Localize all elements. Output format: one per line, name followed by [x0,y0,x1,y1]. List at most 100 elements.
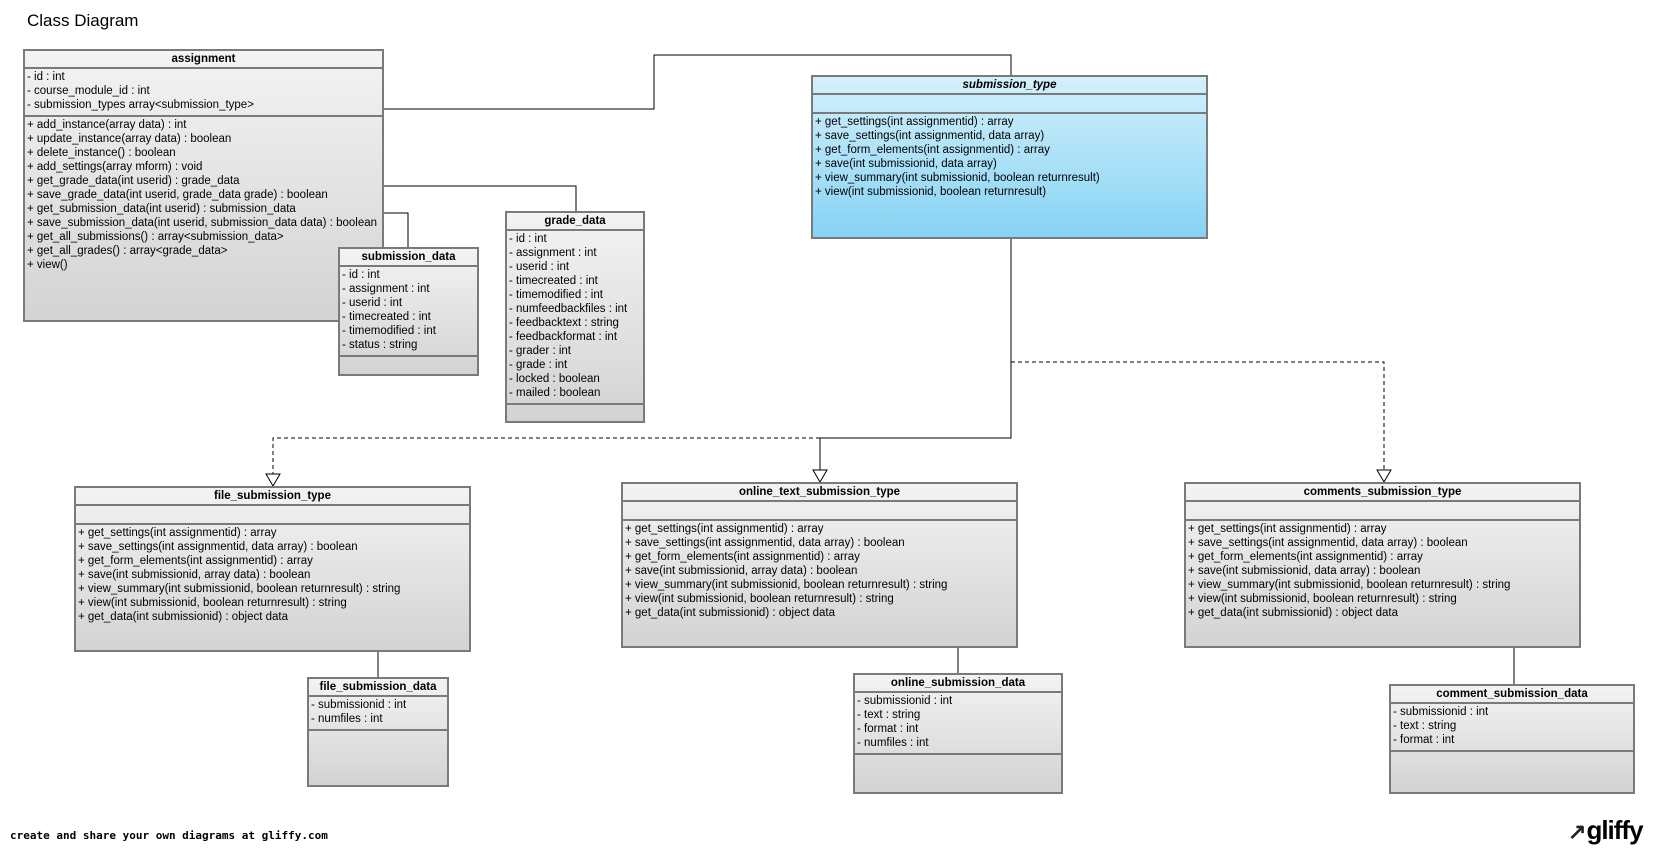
attribute: - feedbackformat : int [509,331,618,343]
attribute: - grader : int [509,345,571,357]
operation: + get_settings(int assignmentid) : array [815,116,1014,128]
diagram-title: Class Diagram [27,11,139,30]
attribute: - userid : int [509,261,570,273]
class-assignment[interactable]: assignment - id : int - course_module_id… [23,49,384,322]
class-name: comment_submission_data [1391,686,1633,704]
attribute: - numfiles : int [311,713,383,725]
operation: + get_grade_data(int userid) : grade_dat… [27,175,240,187]
operation: + delete_instance() : boolean [27,147,176,159]
operation: + get_form_elements(int assignmentid) : … [78,555,313,567]
inheritance-arrowhead [812,469,828,483]
attribute-list: - submissionid : int - text : string - f… [855,693,1061,755]
operation: + view_summary(int submissionid, boolean… [815,172,1100,184]
operation: + get_data(int submissionid) : object da… [1188,607,1398,619]
operation: + update_instance(array data) : boolean [27,133,232,145]
attribute: - submissionid : int [1393,706,1489,718]
class-submission-type[interactable]: submission_type + get_settings(int assig… [811,75,1208,239]
class-file-submission-data[interactable]: file_submission_data - submissionid : in… [307,677,449,787]
class-submission-data[interactable]: submission_data - id : int - assignment … [338,247,479,376]
operation: + save(int submissionid, array data) : b… [625,565,858,577]
attribute: - format : int [1393,734,1455,746]
gliffy-arrow-icon: ↗ [1568,819,1586,844]
operation: + add_instance(array data) : int [27,119,187,131]
operation-list: + get_settings(int assignmentid) : array… [813,114,1206,237]
attribute: - locked : boolean [509,373,600,385]
realization-line [272,437,820,476]
operation-list [340,357,477,374]
operation: + save_settings(int assignmentid, data a… [625,537,905,549]
operation: + get_form_elements(int assignmentid) : … [815,144,1050,156]
operation: + save_grade_data(int userid, grade_data… [27,189,328,201]
operation: + view() [27,259,68,271]
operation: + save_submission_data(int userid, submi… [27,217,378,229]
logo-text: gliffy [1586,815,1643,845]
class-name: online_submission_data [855,675,1061,693]
operation: + get_all_submissions() : array<submissi… [27,231,284,243]
attribute-list [813,95,1206,114]
operation: + get_data(int submissionid) : object da… [625,607,835,619]
operation: + save_settings(int assignmentid, data a… [815,130,1045,142]
operation-list [507,405,643,421]
attribute: - submissionid : int [311,699,407,711]
inheritance-arrowhead [1376,469,1392,483]
attribute: - id : int [27,71,65,83]
inheritance-arrowhead [265,473,281,487]
operation: + get_submission_data(int userid) : subm… [27,203,296,215]
attribute-list: - id : int - course_module_id : int - su… [25,69,382,117]
attribute-list: - submissionid : int - numfiles : int [309,697,447,731]
operation: + save_settings(int assignmentid, data a… [78,541,358,553]
attribute: - timemodified : int [342,325,436,337]
attribute: - timemodified : int [509,289,603,301]
class-file-submission-type[interactable]: file_submission_type + get_settings(int … [74,486,471,652]
operation: + get_all_grades() : array<grade_data> [27,245,228,257]
attribute-list [76,506,469,525]
operation-list: + add_instance(array data) : int + updat… [25,117,382,320]
class-name: online_text_submission_type [623,484,1016,502]
footer-text[interactable]: create and share your own diagrams at gl… [10,829,328,842]
realization-line [1011,361,1385,470]
operation: + get_settings(int assignmentid) : array [1188,523,1387,535]
operation: + view(int submissionid, boolean returnr… [1188,593,1457,605]
attribute: - numfeedbackfiles : int [509,303,628,315]
operation-list [855,755,1061,792]
class-name: grade_data [507,213,643,231]
class-online-text-submission-type[interactable]: online_text_submission_type + get_settin… [621,482,1018,648]
operation: + add_settings(array mform) : void [27,161,203,173]
operation: + save(int submissionid, array data) : b… [78,569,311,581]
attribute-list: - submissionid : int - text : string - f… [1391,704,1633,752]
gliffy-logo[interactable]: ↗gliffy [1568,815,1644,846]
attribute: - format : int [857,723,919,735]
operation: + save(int submissionid, data array) [815,158,997,170]
attribute: - timecreated : int [509,275,598,287]
class-name: submission_type [813,77,1206,95]
attribute: - grade : int [509,359,568,371]
class-grade-data[interactable]: grade_data - id : int - assignment : int… [505,211,645,423]
operation: + get_form_elements(int assignmentid) : … [1188,551,1423,563]
attribute: - course_module_id : int [27,85,150,97]
generalization-line [819,238,1012,470]
class-comments-submission-type[interactable]: comments_submission_type + get_settings(… [1184,482,1581,648]
operation-list: + get_settings(int assignmentid) : array… [623,521,1016,646]
operation-list: + get_settings(int assignmentid) : array… [76,525,469,650]
operation: + view(int submissionid, boolean returnr… [78,597,347,609]
attribute-list [623,502,1016,521]
operation: + get_data(int submissionid) : object da… [78,611,288,623]
attribute: - assignment : int [509,247,597,259]
class-comment-submission-data[interactable]: comment_submission_data - submissionid :… [1389,684,1635,794]
attribute: - submissionid : int [857,695,953,707]
operation-list [309,731,447,785]
attribute: - submission_types array<submission_type… [27,99,254,111]
attribute: - id : int [509,233,547,245]
attribute-list: - id : int - assignment : int - userid :… [507,231,643,405]
attribute: - text : string [857,709,921,721]
attribute: - assignment : int [342,283,430,295]
attribute-list: - id : int - assignment : int - userid :… [340,267,477,357]
attribute: - feedbacktext : string [509,317,619,329]
operation: + get_settings(int assignmentid) : array [78,527,277,539]
attribute: - status : string [342,339,418,351]
operation: + get_settings(int assignmentid) : array [625,523,824,535]
attribute: - text : string [1393,720,1457,732]
class-online-submission-data[interactable]: online_submission_data - submissionid : … [853,673,1063,794]
class-name: submission_data [340,249,477,267]
class-name: assignment [25,51,382,69]
